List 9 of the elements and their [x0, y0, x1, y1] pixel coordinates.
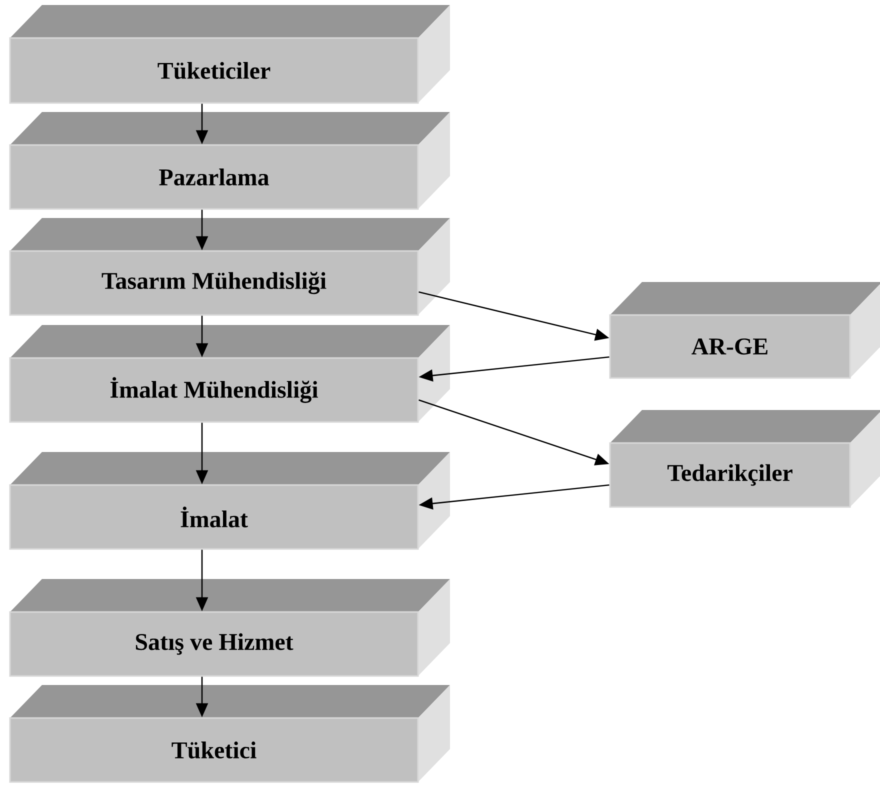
block-box: İmalat: [9, 452, 450, 550]
block-box: Pazarlama: [9, 112, 450, 210]
block-box: Tüketici: [9, 685, 450, 783]
block-box: Tedarikçiler: [609, 410, 880, 508]
block-box: İmalat Mühendisliği: [9, 325, 450, 423]
block-box: Tasarım Mühendisliği: [9, 218, 450, 316]
block-box: Tüketiciler: [9, 5, 450, 104]
block-box: AR-GE: [609, 282, 880, 379]
block-box: Satış ve Hizmet: [9, 579, 450, 677]
